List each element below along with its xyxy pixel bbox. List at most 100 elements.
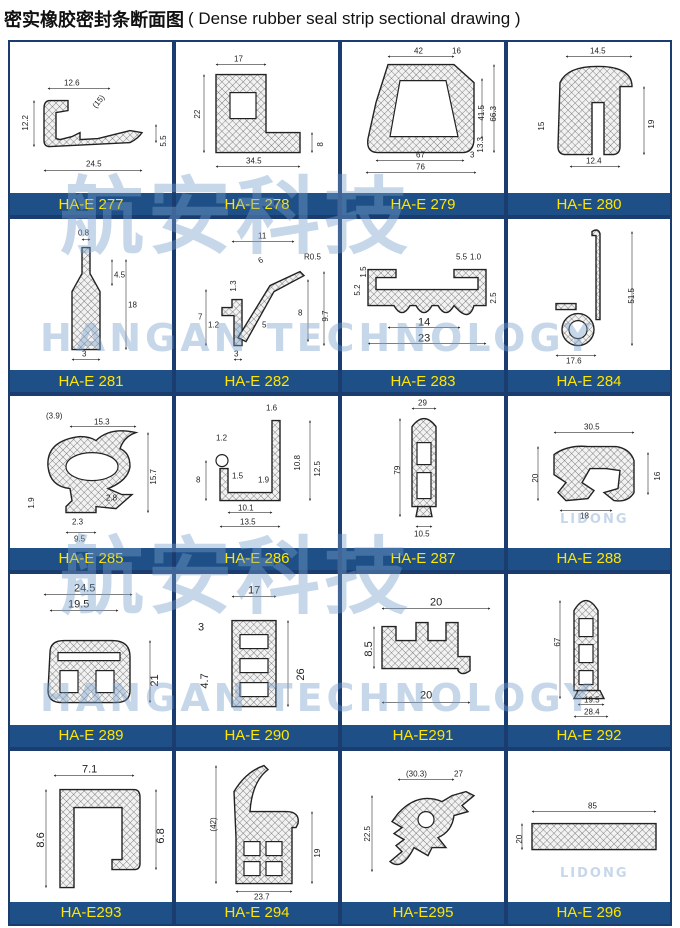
dim-291-2: 20 [420, 689, 432, 701]
dim-286-4: 8 [196, 476, 201, 485]
profile-code-285: HA-E 285 [10, 547, 172, 570]
dim-293-2: 6.8 [155, 828, 167, 843]
drawing-284: 51.5 17.6 [508, 219, 670, 370]
title-english: ( Dense rubber seal strip sectional draw… [188, 9, 521, 28]
dim-287-2: 10.5 [414, 530, 430, 539]
dim-290-1: 3 [198, 621, 204, 633]
drawing-279: 42 16 41.5 66.3 13.3 67 3 76 [342, 42, 504, 193]
dim-285-2: 15.7 [149, 469, 158, 485]
dim-281-0: 0.8 [78, 229, 90, 238]
dim-279-6: 3 [470, 151, 475, 160]
dim-284-0: 51.5 [627, 288, 636, 304]
profile-code-284: HA-E 284 [508, 370, 670, 393]
profile-code-294: HA-E 294 [176, 901, 338, 924]
dim-281-3: 3 [82, 350, 87, 359]
profile-shape-288 [553, 445, 635, 502]
dim-279-2: 41.5 [477, 104, 486, 120]
dim-286-0: 1.6 [266, 404, 278, 413]
dim-278-1: 22 [193, 109, 202, 118]
profile-cell-282: 11 R0.5 6 1.3 7 1.2 5 8 9.7 3 HA-E 282 [174, 217, 340, 395]
dim-289-1: 19.5 [68, 598, 89, 610]
dim-285-4: 2.8 [106, 494, 118, 503]
drawing-288: 30.5 20 16 18 [508, 396, 670, 547]
profile-shape-295 [388, 790, 476, 865]
dim-282-4: 7 [198, 313, 203, 322]
dim-279-4: 13.3 [476, 136, 485, 152]
dim-282-5: 1.2 [208, 321, 220, 330]
profile-shape-283 [367, 269, 487, 316]
dim-282-0: 11 [258, 232, 267, 241]
dim-294-2: 23.7 [254, 892, 270, 901]
dim-285-0: (3.9) [46, 412, 63, 421]
dim-280-3: 12.4 [586, 157, 602, 166]
dim-282-2: 6 [257, 255, 266, 265]
profile-cell-290: 17 3 4.7 26 HA-E 290 [174, 571, 340, 749]
dim-294-1: 19 [313, 848, 322, 857]
profile-shape-291 [381, 621, 471, 674]
dim-277-0: 12.6 [64, 79, 80, 88]
dim-280-0: 14.5 [590, 47, 606, 56]
drawing-294: (42) 19 23.7 [176, 751, 338, 902]
profile-code-277: HA-E 277 [10, 193, 172, 216]
dim-290-0: 17 [248, 584, 260, 596]
profile-cell-292: 67 19.5 28.4 HA-E 292 [506, 571, 672, 749]
profile-shape-282 [221, 299, 243, 347]
profile-code-292: HA-E 292 [508, 724, 670, 747]
profile-shape-277 [43, 99, 144, 148]
dim-288-1: 20 [531, 474, 540, 483]
dim-286-3: 12.5 [313, 461, 322, 477]
profile-code-279: HA-E 279 [342, 193, 504, 216]
profile-shape-296 [531, 822, 657, 851]
dim-287-1: 79 [393, 466, 402, 475]
dim-277-3: 5.5 [159, 135, 168, 147]
profile-cell-287: 29 79 10.5 HA-E 287 [340, 394, 506, 572]
dim-296-1: 20 [515, 834, 524, 843]
drawing-296: 85 20 [508, 751, 670, 902]
profile-code-291: HA-E291 [342, 724, 504, 747]
dim-283-1: 1.0 [470, 253, 482, 262]
dim-288-0: 30.5 [584, 423, 600, 432]
drawing-286: 1.6 1.2 10.8 12.5 8 1.5 1.9 10.1 13.5 [176, 396, 338, 547]
profile-cell-295: (30.3) 27 22.5 HA-E295 [340, 748, 506, 926]
profile-cell-278: 17 22 8 34.5 HA-E 278 [174, 40, 340, 218]
profile-cell-284: 51.5 17.6 HA-E 284 [506, 217, 672, 395]
profile-cell-277: 12.6 (15) 12.2 5.5 24.5 HA-E 277 [8, 40, 174, 218]
dim-278-0: 17 [234, 55, 243, 64]
profile-shape-286 [219, 420, 281, 502]
profile-code-282: HA-E 282 [176, 370, 338, 393]
dim-279-7: 76 [416, 163, 425, 172]
profile-code-280: HA-E 280 [508, 193, 670, 216]
dim-295-1: 27 [454, 769, 463, 778]
profile-shape-293 [59, 788, 141, 889]
profile-shape-278 [215, 73, 301, 154]
dim-280-1: 15 [537, 121, 546, 130]
profile-code-283: HA-E 283 [342, 370, 504, 393]
dim-278-3: 34.5 [246, 157, 262, 166]
drawing-281: 0.8 4.5 18 3 [10, 219, 172, 370]
dim-289-2: 21 [149, 674, 161, 686]
dim-277-2: 12.2 [21, 114, 30, 130]
dim-288-2: 16 [653, 472, 662, 481]
profile-cell-285: (3.9) 15.3 15.7 1.9 2.8 2.3 9.5 HA-E 285 [8, 394, 174, 572]
profile-cell-288: 30.5 20 16 18 HA-E 288 [506, 394, 672, 572]
profile-grid: 12.6 (15) 12.2 5.5 24.5 HA-E 277 17 22 [8, 40, 672, 926]
dim-285-1: 15.3 [94, 418, 110, 427]
drawing-293: 7.1 8.6 6.8 [10, 751, 172, 902]
profile-cell-289: 24.5 19.5 21 HA-E 289 [8, 571, 174, 749]
dim-293-1: 8.6 [35, 832, 47, 847]
dim-294-0: (42) [209, 817, 218, 832]
dim-277-4: 24.5 [86, 160, 102, 169]
dim-292-0: 67 [553, 637, 562, 646]
drawing-285: (3.9) 15.3 15.7 1.9 2.8 2.3 9.5 [10, 396, 172, 547]
drawing-289: 24.5 19.5 21 [10, 574, 172, 725]
profile-cell-291: 20 8.5 20 HA-E291 [340, 571, 506, 749]
dim-291-0: 20 [430, 596, 442, 608]
page-title: 密实橡胶密封条断面图 ( Dense rubber seal strip sec… [4, 4, 676, 34]
profile-shape-280 [557, 65, 633, 156]
dim-296-0: 85 [588, 801, 597, 810]
profile-cell-293: 7.1 8.6 6.8 HA-E293 [8, 748, 174, 926]
dim-290-3: 26 [295, 668, 307, 680]
drawing-291: 20 8.5 20 [342, 574, 504, 725]
dim-283-3: 5.2 [353, 284, 362, 296]
drawing-278: 17 22 8 34.5 [176, 42, 338, 193]
